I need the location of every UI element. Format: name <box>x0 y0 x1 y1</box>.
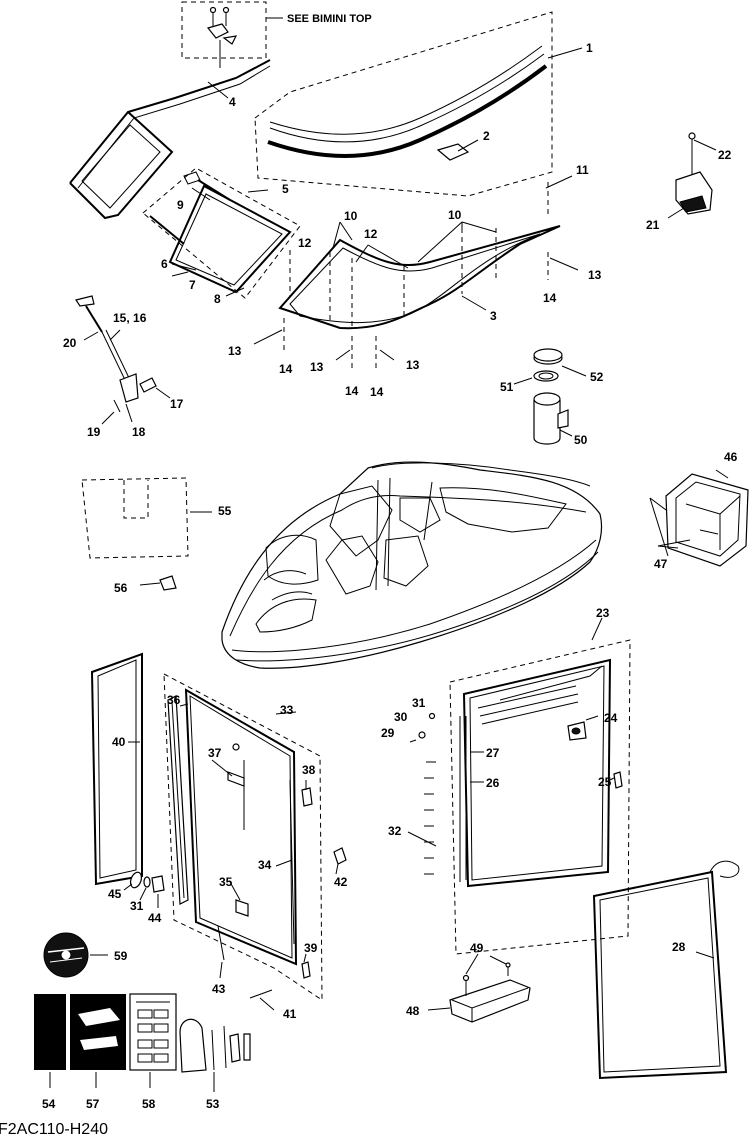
callout-32: 32 <box>388 824 402 838</box>
fastener-group-45 <box>123 871 165 908</box>
support-strut-part <box>75 295 171 425</box>
callout-6: 6 <box>161 257 168 271</box>
callout-28: 28 <box>672 940 686 954</box>
panel-28 <box>592 860 740 1080</box>
callout-29: 29 <box>381 726 395 740</box>
callout-5: 5 <box>282 182 289 196</box>
callout-17: 17 <box>170 397 184 411</box>
callout-27: 27 <box>486 746 500 760</box>
door-23-part <box>407 617 631 955</box>
callout-1: 1 <box>586 41 593 55</box>
manuals-group <box>34 993 177 1088</box>
panel-40 <box>90 652 143 886</box>
callout-14d: 14 <box>370 385 384 399</box>
callout-21: 21 <box>646 218 660 232</box>
callout-34: 34 <box>258 858 272 872</box>
callout-50: 50 <box>574 433 588 447</box>
callout-51: 51 <box>500 380 514 394</box>
callout-11: 11 <box>576 163 589 177</box>
callout-48: 48 <box>406 1004 420 1018</box>
callout-53: 53 <box>206 1097 220 1111</box>
side-window-part <box>142 167 301 299</box>
callout-20: 20 <box>63 336 77 350</box>
callout-2: 2 <box>483 129 490 143</box>
cd-part <box>43 932 108 978</box>
cupholder-part <box>513 348 587 445</box>
callout-12b: 12 <box>364 227 378 241</box>
mat-part <box>81 477 212 591</box>
callout-12a: 12 <box>298 236 312 250</box>
callout-31a: 31 <box>412 696 426 710</box>
callout-55: 55 <box>218 504 232 518</box>
callout-13a: 13 <box>588 268 602 282</box>
callout-3: 3 <box>490 309 497 323</box>
callout-26: 26 <box>486 776 500 790</box>
callout-4: 4 <box>229 95 236 109</box>
callout-37: 37 <box>208 746 222 760</box>
callout-52: 52 <box>590 370 604 384</box>
door-33-part <box>163 673 347 1011</box>
callout-30: 30 <box>394 710 408 724</box>
callout-25: 25 <box>598 775 612 789</box>
callout-41: 41 <box>283 1007 297 1021</box>
callout-10a: 10 <box>344 209 358 223</box>
callout-54: 54 <box>42 1097 56 1111</box>
callout-39: 39 <box>304 941 318 955</box>
callout-49: 49 <box>470 941 484 955</box>
callout-15-16: 15, 16 <box>113 311 147 325</box>
vent-part <box>649 469 749 567</box>
callout-47: 47 <box>654 557 668 571</box>
callout-31b: 31 <box>130 899 144 913</box>
callout-43: 43 <box>212 982 226 996</box>
callout-18: 18 <box>132 425 146 439</box>
callout-13d: 13 <box>406 358 420 372</box>
tool-kit-part <box>179 1018 251 1092</box>
callout-14c: 14 <box>345 384 359 398</box>
callout-24: 24 <box>604 711 618 725</box>
callout-58: 58 <box>142 1097 156 1111</box>
bimini-fitting-group: SEE BIMINI TOP <box>181 1 372 59</box>
callout-14a: 14 <box>543 291 557 305</box>
clamp-part <box>667 132 717 219</box>
callout-13b: 13 <box>228 344 242 358</box>
callout-14b: 14 <box>279 362 293 376</box>
callout-19: 19 <box>87 425 101 439</box>
callout-9: 9 <box>177 198 184 212</box>
callout-8: 8 <box>214 292 221 306</box>
drawing-code: F2AC110-H240 <box>0 1121 108 1138</box>
windshield-part <box>253 175 579 372</box>
callout-33: 33 <box>280 703 294 717</box>
callout-46: 46 <box>724 450 738 464</box>
callout-labels: 1 2 3 4 5 6 7 8 9 10 10 11 12 12 13 13 1… <box>42 41 738 1111</box>
callout-57: 57 <box>86 1097 100 1111</box>
callout-42: 42 <box>334 875 348 889</box>
callout-22: 22 <box>718 148 732 162</box>
callout-44: 44 <box>148 911 162 925</box>
callout-40: 40 <box>112 735 126 749</box>
storage-tray-part <box>427 953 531 1023</box>
callout-36: 36 <box>167 693 181 707</box>
see-bimini-note: SEE BIMINI TOP <box>287 13 372 25</box>
callout-10b: 10 <box>448 208 462 222</box>
callout-56: 56 <box>114 581 128 595</box>
callout-13c: 13 <box>310 360 324 374</box>
windshield-top-part <box>254 11 583 197</box>
callout-23: 23 <box>596 606 610 620</box>
boat-hull <box>221 461 603 669</box>
callout-38: 38 <box>302 763 316 777</box>
callout-45: 45 <box>108 887 122 901</box>
callout-59: 59 <box>114 949 128 963</box>
callout-7: 7 <box>189 278 196 292</box>
windshield-frame-top-part <box>69 40 271 220</box>
callout-35: 35 <box>219 875 233 889</box>
